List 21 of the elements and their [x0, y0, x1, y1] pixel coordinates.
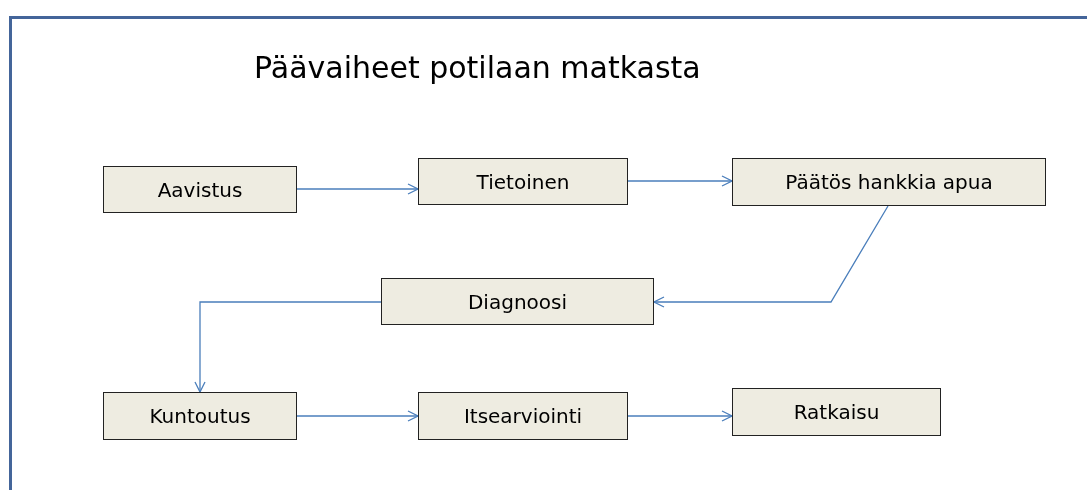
process-box	[732, 388, 941, 436]
process-box	[381, 278, 654, 325]
box-label: Aavistus	[157, 177, 243, 202]
process-box	[418, 158, 628, 205]
box-label: Päätös hankkia apua	[785, 170, 993, 194]
process-box	[732, 158, 1046, 206]
title: Päävaiheet potilaan matkasta	[254, 50, 701, 85]
process-box	[418, 392, 628, 440]
box-label: Itsearviointi	[463, 404, 583, 428]
arrow	[194, 301, 382, 393]
box-label: Ratkaisu	[793, 400, 880, 424]
arrow	[627, 410, 733, 422]
arrow	[296, 183, 419, 195]
process-box	[103, 392, 297, 440]
box-label: Tietoinen	[476, 169, 570, 194]
arrow	[627, 175, 733, 187]
process-box	[103, 166, 297, 213]
arrow	[653, 205, 889, 308]
box-label: Diagnoosi	[467, 289, 567, 314]
arrow	[296, 410, 419, 422]
box-label: Kuntoutus	[149, 404, 251, 428]
